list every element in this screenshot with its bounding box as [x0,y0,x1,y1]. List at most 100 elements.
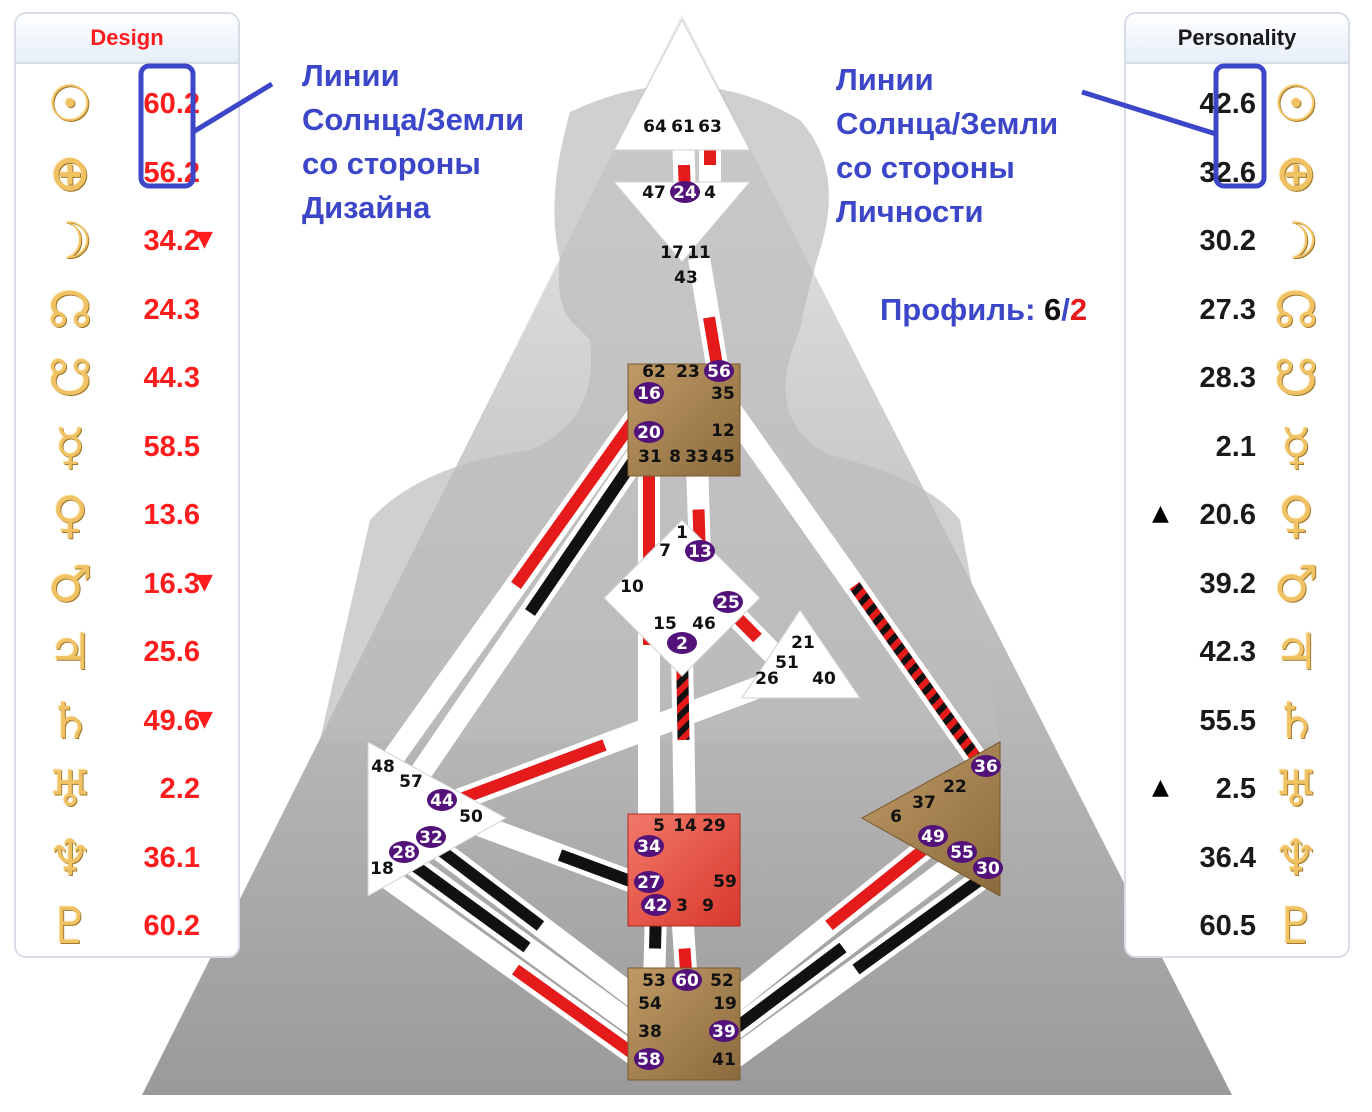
gate-number: 45 [711,447,735,467]
gate-44: 44 [427,789,457,811]
mercury-icon: ☿ [1280,417,1312,476]
channel-activation-30-41 [852,869,992,975]
neptune-icon: ♆ [47,828,93,887]
gate-3: 3 [676,896,688,916]
gate-number: 22 [943,777,967,797]
gate-23: 23 [676,362,700,382]
gate-number: 44 [430,791,454,811]
design-row: ♇60.2 [16,896,238,956]
gate-number: 49 [921,827,945,847]
gate-31: 31 [638,447,662,467]
gate-19: 19 [713,994,737,1014]
gate-26: 26 [755,669,779,689]
profile-label: Профиль: 6/2 [880,292,1087,328]
channel-activation-28-38 [400,853,531,953]
gate-35: 35 [711,384,735,404]
pluto-icon: ♇ [1273,897,1319,955]
gate-number: 6 [890,807,902,827]
personality-row: ☊ 27.3 [1126,280,1348,340]
design-panel: Design ☉60.2⊕56.2☽34.2▼☊24.3☋44.3☿58.5♀1… [14,12,240,958]
personality-gate-line-value: 32.6 [1199,156,1256,189]
sun-icon: ☉ [1273,75,1319,133]
gate-number: 64 [643,117,667,137]
note-line: со стороны [836,150,1015,185]
mars-icon: ♂ [1273,554,1319,613]
uranus-icon: ♅ [47,760,93,818]
design-gate-line-value: 36.1 [143,841,200,874]
personality-gate-line-value: 60.5 [1199,910,1256,942]
gate-number: 50 [459,807,483,827]
personality-row: ♃42.3 [1126,622,1348,682]
gate-5: 5 [653,816,665,836]
active-gate-marker [634,835,664,857]
gate-number: 7 [659,541,671,561]
gate-55: 55 [947,841,977,863]
personality-gate-line-value: 42.3 [1199,636,1256,668]
design-row: ♅ 2.2 [16,759,238,819]
active-gate-marker [918,825,948,847]
design-gate-line-value: 24.3 [143,293,200,326]
gate-60: 60 [672,969,702,991]
venus-icon: ♀ [1277,486,1315,544]
north-node-icon: ☊ [47,280,93,339]
gate-37: 37 [912,793,936,813]
channel-activation-58-18 [512,964,653,1070]
gate-36: 36 [971,755,1001,777]
moon-icon: ☽ [47,212,93,270]
design-row: ⊕ 56.2 [16,143,238,203]
gate-number: 55 [950,843,974,863]
uranus-icon: ♅ [1273,760,1319,818]
gate-30: 30 [973,857,1003,879]
active-gate-marker [713,591,743,613]
channel-activation-36-35 [849,582,991,776]
design-row: ☋44.3 [16,348,238,408]
personality-lines-note: Линии Солнца/Земли со стороны Личности [836,58,1096,234]
personality-gate-line-value: 55.5 [1199,704,1256,737]
note-line: Солнца/Земли [302,102,525,137]
design-row: ☉60.2 [16,74,238,134]
personality-gate-line-value: 27.3 [1199,293,1256,326]
gate-50: 50 [459,807,483,827]
gate-number: 51 [775,653,799,673]
design-lines-note: Линии Солнца/Земли со стороны Дизайна [302,54,562,230]
active-gate-marker [389,841,419,863]
design-gate-line-value: 56.2 [143,156,200,189]
gate-52: 52 [710,971,734,991]
gate-21: 21 [791,633,815,653]
gate-number: 48 [371,757,395,777]
note-line: со стороны [302,146,481,181]
gate-number: 59 [713,872,737,892]
design-gate-line-value: 2.2 [159,773,200,805]
gate-56: 56 [704,360,734,382]
neptune-icon: ♆ [1273,828,1319,887]
channels-layer [374,131,995,1074]
gate-number: 46 [692,614,716,634]
personality-row: ☽30.2 [1126,211,1348,271]
gate-number: 20 [637,423,661,443]
gate-48: 48 [371,757,395,777]
active-gate-marker [634,1048,664,1070]
active-gate-marker [709,1020,739,1042]
gate-42: 42 [641,894,671,916]
head-center [613,18,751,151]
gate-32: 32 [416,826,446,848]
gate-62: 62 [642,362,666,382]
gate-39: 39 [709,1020,739,1042]
gate-number: 62 [642,362,666,382]
design-row: ♃25.6 [16,622,238,682]
gate-number: 40 [812,669,836,689]
north-node-icon: ☊ [1273,280,1319,339]
gate-number: 39 [712,1022,736,1042]
channel-activation-32-54 [427,838,545,931]
gate-38: 38 [638,1022,662,1042]
gate-number: 63 [698,117,722,137]
south-node-icon: ☋ [1273,349,1319,407]
gate-51: 51 [775,653,799,673]
gate-number: 27 [637,873,661,893]
personality-row: ♄55.5 [1126,691,1348,751]
active-gate-marker [667,632,697,654]
earth-icon: ⊕ [49,143,91,202]
design-gate-line-value: 25.6 [143,636,200,668]
gate-27: 27 [634,871,664,893]
design-panel-title: Design [16,14,238,64]
